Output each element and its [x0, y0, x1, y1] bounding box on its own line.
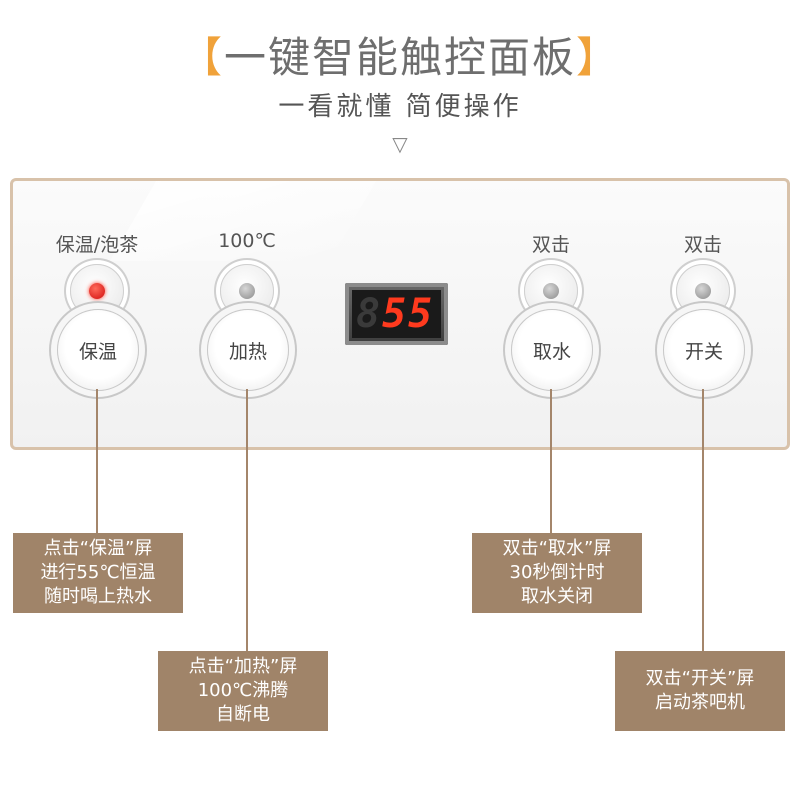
- grey-light-icon: [239, 283, 255, 299]
- callout-keep-warm: 点击“保温”屏 进行55℃恒温 随时喝上热水: [13, 533, 183, 613]
- title-bracket-left: 【: [179, 33, 224, 82]
- callout-line-heat: [246, 389, 248, 651]
- power-button[interactable]: 开关: [663, 309, 745, 391]
- red-light-icon: [89, 283, 105, 299]
- callout-line: 自断电: [216, 704, 270, 725]
- dispense-water-button[interactable]: 取水: [511, 309, 593, 391]
- grey-light-icon: [543, 283, 559, 299]
- title-bracket-right: 】: [576, 33, 621, 82]
- led-screen: 855: [352, 290, 441, 338]
- label-keep-warm-tea: 保温/泡茶: [55, 234, 139, 256]
- led-display: 855: [345, 283, 448, 345]
- callout-line-power: [702, 389, 704, 651]
- callout-line-water: [550, 389, 552, 533]
- led-temperature: 55: [382, 291, 435, 337]
- callout-line: 进行55℃恒温: [40, 562, 156, 583]
- label-100c: 100℃: [218, 230, 276, 252]
- page-subtitle: 一看就懂 简便操作: [278, 92, 522, 122]
- callout-line: 双击“开关”屏: [645, 668, 755, 689]
- callout-water: 双击“取水”屏 30秒倒计时 取水关闭: [472, 533, 642, 613]
- label-double-tap-water: 双击: [531, 234, 570, 256]
- callout-line: 取水关闭: [521, 586, 593, 607]
- callout-power: 双击“开关”屏 启动茶吧机: [615, 651, 785, 731]
- led-ghost-digit: 8: [356, 291, 383, 337]
- callout-line: 双击“取水”屏: [502, 538, 612, 559]
- callout-line: 30秒倒计时: [509, 562, 605, 583]
- grey-light-icon: [695, 283, 711, 299]
- heat-button[interactable]: 加热: [207, 309, 289, 391]
- callout-line: 100℃沸腾: [197, 680, 289, 701]
- title-text: 一键智能触控面板: [223, 33, 576, 82]
- keep-warm-button[interactable]: 保温: [57, 309, 139, 391]
- callout-line-keep-warm: [96, 389, 98, 533]
- callout-line: 点击“加热”屏: [188, 656, 298, 677]
- callout-line: 随时喝上热水: [44, 586, 152, 607]
- label-double-tap-power: 双击: [683, 234, 722, 256]
- page-title: 【一键智能触控面板】: [0, 24, 800, 85]
- callout-line: 启动茶吧机: [655, 692, 745, 713]
- down-arrow-icon: ▽: [392, 132, 408, 156]
- callout-heat: 点击“加热”屏 100℃沸腾 自断电: [158, 651, 328, 731]
- callout-line: 点击“保温”屏: [43, 538, 153, 559]
